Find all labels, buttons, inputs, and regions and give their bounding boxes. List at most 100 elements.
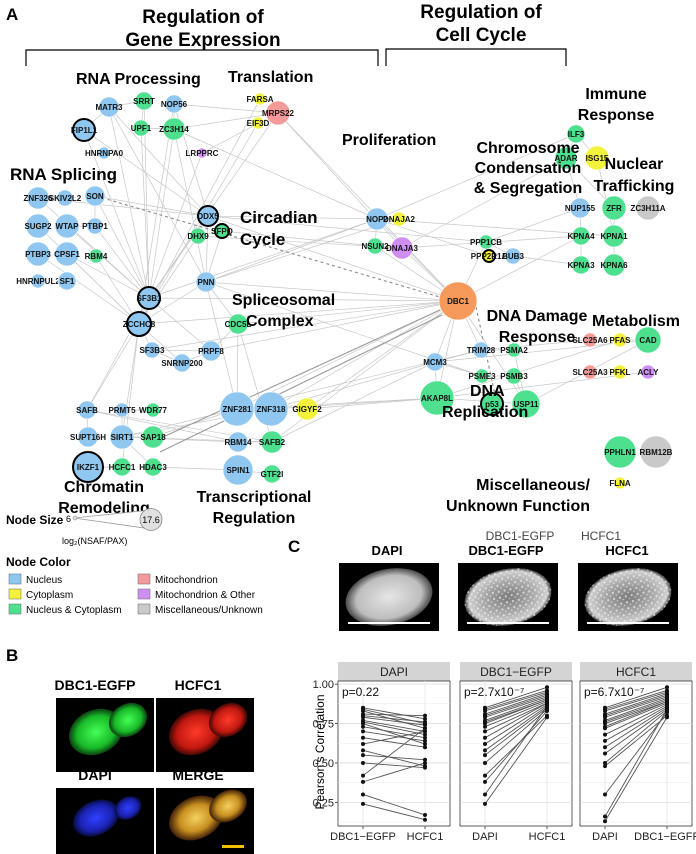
group-circadian-line2: Cycle [240, 230, 285, 249]
legend-swatch [8, 588, 22, 600]
legend-swatch [137, 603, 151, 615]
node-label: DBC1 [447, 297, 469, 306]
node-label: CDC5L [225, 320, 252, 329]
pair-line [604, 693, 668, 715]
node-circle [505, 367, 523, 385]
point [483, 773, 487, 778]
point [361, 792, 365, 797]
node-label: HDAC3 [139, 463, 167, 472]
facet-strip [460, 662, 572, 681]
pair-line [604, 696, 668, 718]
node-bub3: BUB3 [502, 247, 524, 265]
node-cdc5l: CDC5L [225, 313, 252, 335]
node-circle [612, 332, 628, 348]
point [483, 779, 487, 784]
node-circle [603, 435, 637, 469]
node-rbm12b: RBM12B [639, 435, 673, 469]
edge-zcchc8-sirt1 [121, 323, 140, 438]
panel-c-images [339, 563, 678, 631]
node-circle [639, 435, 673, 469]
node-circle [84, 185, 106, 207]
node-circle [419, 380, 455, 416]
node-label: MRPS22 [262, 109, 295, 118]
node-label: SNRNP200 [161, 359, 203, 368]
node-label: SUPT16H [70, 433, 106, 442]
pair-line [362, 723, 426, 745]
node-circle [112, 457, 132, 477]
node-circle [77, 400, 97, 420]
point [665, 715, 669, 720]
pair-line [604, 709, 668, 817]
node-size-caption: log₂(NSAF/PAX) [62, 536, 127, 546]
group-chromosome-line3: & Segregation [474, 180, 582, 197]
node-label: ACLY [637, 368, 659, 377]
edge-sf3b1-nop2 [148, 218, 378, 299]
node-znf281: ZNF281 [219, 391, 255, 427]
legend-label: Cytoplasm [26, 590, 73, 601]
panel-c-dbc1-label: DBC1-EGFP [468, 543, 543, 558]
pair-line [484, 696, 548, 718]
point [603, 708, 607, 713]
node-mcm3: MCM3 [423, 352, 447, 372]
node-ddx5: DDX5 [197, 205, 219, 227]
node-gigyf2: GIGYF2 [292, 397, 322, 421]
point [545, 704, 549, 709]
scale-bar-c-hcfc1 [587, 622, 669, 624]
node-label: GIGYF2 [292, 405, 322, 414]
node-ilf3: ILF3 [566, 124, 586, 144]
y-axis-title: Pearson's Correlation [313, 694, 327, 809]
point [361, 724, 365, 729]
node-label: WDR77 [139, 406, 168, 415]
node-circle [571, 255, 591, 275]
pair-line [362, 721, 426, 736]
edge-zcchc8-safb [86, 323, 140, 411]
node-label: DDX5 [197, 212, 219, 221]
edge-dbc1-mrps22 [277, 112, 459, 302]
node-circle [77, 426, 99, 448]
node-zfr: ZFR [601, 195, 627, 221]
node-circle [197, 205, 219, 227]
node-label: IKZF1 [77, 463, 100, 472]
point [545, 715, 549, 720]
pair-line [604, 701, 668, 724]
pair-line [604, 710, 668, 764]
node-circle [195, 271, 217, 293]
point [423, 729, 427, 734]
group-proliferation: Proliferation [342, 132, 436, 149]
scale-bar-c-dapi [348, 622, 430, 624]
node-akap8l: AKAP8L [419, 380, 455, 416]
node-zcchc8: ZCCHC8 [123, 311, 156, 337]
nucleus-dbc1-speckles [464, 568, 552, 626]
point [361, 729, 365, 734]
group-rna-processing: RNA Processing [76, 71, 201, 88]
node-label: ISG15 [586, 154, 609, 163]
point [483, 801, 487, 806]
point [423, 716, 427, 721]
node-label: PSME3 [468, 372, 496, 381]
node-nup155: NUP155 [565, 197, 596, 219]
group-rna-splicing: RNA Splicing [10, 165, 117, 184]
pair-line [484, 704, 548, 745]
node-p53: p53 [480, 392, 504, 416]
panel-c-image-labels: DAPI DBC1-EGFP HCFC1 [371, 543, 648, 558]
node-circle [482, 249, 496, 263]
stray-label-dbc1-egfp: DBC1-EGFP [486, 529, 555, 543]
pair-line [362, 762, 426, 783]
cell-merge-1 [169, 795, 223, 841]
node-label: PSMB3 [500, 372, 528, 381]
node-circle [25, 241, 51, 267]
node-circle [569, 197, 591, 219]
point [483, 748, 487, 753]
node-circle [126, 311, 152, 337]
node-dbc1: DBC1 [438, 281, 478, 321]
edge-pnn-ddx5 [205, 215, 209, 283]
node-label: SAP18 [140, 433, 166, 442]
edge-dbc1-ddx5 [207, 215, 459, 302]
point [423, 723, 427, 728]
group-misc-line2: Unknown Function [446, 498, 590, 515]
node-label: ZFR [606, 204, 622, 213]
pair-line [604, 699, 668, 723]
edge-gigyf2-akap8l [306, 397, 438, 410]
